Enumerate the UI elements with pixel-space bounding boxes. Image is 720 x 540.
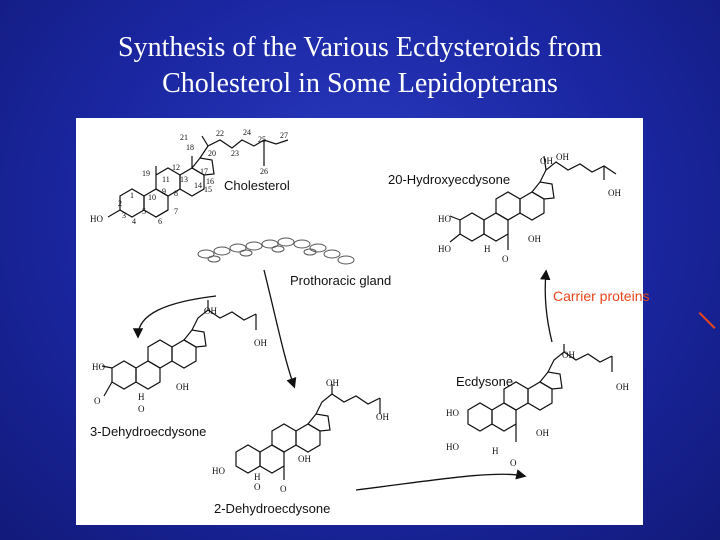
label-3-dehydroecdysone: 3-Dehydroecdysone bbox=[90, 424, 206, 439]
arrow-to-2-dehydroecdysone bbox=[263, 269, 297, 389]
svg-text:OH: OH bbox=[536, 428, 549, 438]
svg-text:14: 14 bbox=[194, 181, 202, 190]
svg-text:11: 11 bbox=[162, 175, 170, 184]
label-cholesterol: Cholesterol bbox=[224, 178, 290, 193]
svg-text:10: 10 bbox=[148, 193, 156, 202]
svg-text:O: O bbox=[138, 404, 145, 414]
ecdysone-structure bbox=[467, 344, 613, 442]
slide-title: Synthesis of the Various Ecdysteroids fr… bbox=[0, 30, 720, 102]
svg-text:OH: OH bbox=[616, 382, 629, 392]
svg-text:9: 9 bbox=[162, 187, 166, 196]
label-ecdysone: Ecdysone bbox=[456, 374, 513, 389]
svg-text:H: H bbox=[138, 392, 145, 402]
label-2-dehydroecdysone: 2-Dehydroecdysone bbox=[214, 501, 330, 516]
svg-text:OH: OH bbox=[528, 234, 541, 244]
svg-text:4: 4 bbox=[132, 217, 136, 226]
pathway-diagram: 21 22 24 25 27 18 20 23 26 12 17 19 11 1… bbox=[90, 128, 629, 516]
svg-text:H: H bbox=[492, 446, 499, 456]
svg-text:7: 7 bbox=[174, 207, 178, 216]
arrow-to-3-dehydroecdysone bbox=[132, 295, 217, 339]
svg-text:HO: HO bbox=[438, 214, 451, 224]
svg-text:5: 5 bbox=[142, 207, 146, 216]
cholesterol-numbers: 21 22 24 25 27 18 20 23 26 12 17 19 11 1… bbox=[90, 128, 288, 226]
svg-text:15: 15 bbox=[204, 185, 212, 194]
svg-text:2: 2 bbox=[118, 199, 122, 208]
svg-text:HO: HO bbox=[446, 408, 459, 418]
svg-text:12: 12 bbox=[172, 163, 180, 172]
svg-text:OH: OH bbox=[176, 382, 189, 392]
svg-text:HO: HO bbox=[92, 362, 105, 372]
svg-text:O: O bbox=[94, 396, 101, 406]
svg-text:OH: OH bbox=[376, 412, 389, 422]
svg-text:25: 25 bbox=[258, 135, 266, 144]
decorative-line bbox=[698, 312, 716, 329]
svg-text:OH: OH bbox=[298, 454, 311, 464]
svg-text:26: 26 bbox=[260, 167, 268, 176]
svg-text:O: O bbox=[502, 254, 509, 264]
label-carrier-proteins: Carrier proteins bbox=[553, 288, 650, 304]
svg-text:16: 16 bbox=[206, 177, 214, 186]
svg-text:O: O bbox=[254, 482, 261, 492]
svg-text:H: H bbox=[254, 472, 261, 482]
title-line-1: Synthesis of the Various Ecdysteroids fr… bbox=[118, 32, 602, 63]
dehydroecdysone-3-structure bbox=[101, 300, 257, 397]
svg-text:OH: OH bbox=[608, 188, 621, 198]
svg-text:19: 19 bbox=[142, 169, 150, 178]
title-line-2: Cholesterol in Some Lepidopterans bbox=[162, 68, 558, 99]
svg-text:HO: HO bbox=[90, 214, 103, 224]
svg-text:OH: OH bbox=[204, 306, 217, 316]
svg-text:24: 24 bbox=[243, 128, 251, 137]
svg-text:H: H bbox=[484, 244, 491, 254]
label-prothoracic-gland: Prothoracic gland bbox=[290, 273, 391, 288]
svg-text:27: 27 bbox=[280, 131, 288, 140]
hydroxyecdysone-structure bbox=[449, 155, 617, 250]
svg-text:HO: HO bbox=[212, 466, 225, 476]
svg-text:OH: OH bbox=[562, 350, 575, 360]
svg-text:8: 8 bbox=[174, 189, 178, 198]
svg-text:22: 22 bbox=[216, 129, 224, 138]
svg-text:23: 23 bbox=[231, 149, 239, 158]
svg-text:17: 17 bbox=[200, 167, 208, 176]
svg-text:O: O bbox=[280, 484, 287, 494]
svg-text:3: 3 bbox=[122, 211, 126, 220]
svg-text:O: O bbox=[510, 458, 517, 468]
svg-text:OH: OH bbox=[254, 338, 267, 348]
arrow-to-ecdysone bbox=[355, 469, 527, 491]
arrow-to-20-hydroxyecdysone bbox=[540, 269, 553, 343]
cholesterol-structure bbox=[107, 135, 289, 218]
svg-text:21: 21 bbox=[180, 133, 188, 142]
svg-text:20: 20 bbox=[208, 149, 216, 158]
svg-text:1: 1 bbox=[130, 191, 134, 200]
prothoracic-gland-shape bbox=[197, 237, 355, 265]
label-20-hydroxyecdysone: 20-Hydroxyecdysone bbox=[388, 172, 510, 187]
pathway-arrows bbox=[132, 269, 553, 491]
svg-text:OH: OH bbox=[556, 152, 569, 162]
svg-text:OH: OH bbox=[540, 156, 553, 166]
svg-text:HO: HO bbox=[438, 244, 451, 254]
svg-text:13: 13 bbox=[180, 175, 188, 184]
diagram-panel: 21 22 24 25 27 18 20 23 26 12 17 19 11 1… bbox=[76, 118, 643, 525]
dehydroecdysone-2-structure bbox=[235, 384, 381, 480]
svg-text:HO: HO bbox=[446, 442, 459, 452]
svg-text:OH: OH bbox=[326, 378, 339, 388]
svg-text:6: 6 bbox=[158, 217, 162, 226]
svg-text:18: 18 bbox=[186, 143, 194, 152]
